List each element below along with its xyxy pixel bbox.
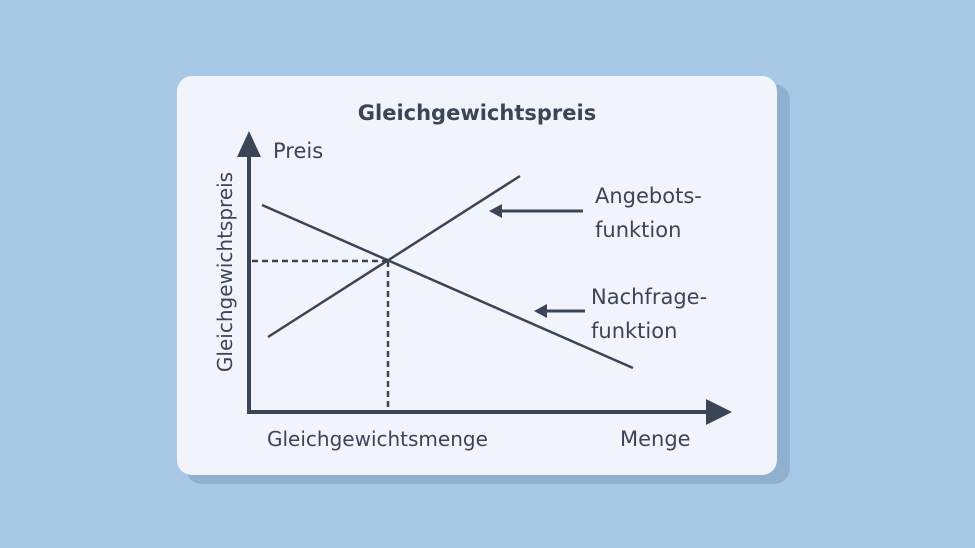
equilibrium-price-label: Gleichgewichtspreis: [213, 172, 237, 372]
supply-label-line1: Angebots-: [595, 184, 702, 208]
supply-line: [267, 174, 521, 339]
demand-line: [261, 203, 634, 370]
diagram-title: Gleichgewichtspreis: [358, 101, 596, 125]
diagram-card: [177, 76, 777, 475]
demand-pointer-arrowhead: [534, 304, 547, 318]
y-axis-arrowhead: [237, 131, 261, 157]
demand-label-line2: funktion: [591, 319, 677, 343]
supply-label-line2: funktion: [595, 218, 681, 242]
supply-pointer-arrowhead: [489, 204, 502, 218]
y-axis-label: Preis: [273, 139, 323, 163]
x-axis-label: Menge: [620, 427, 691, 451]
demand-label-line1: Nachfrage-: [591, 285, 707, 309]
equilibrium-quantity-label: Gleichgewichtsmenge: [267, 427, 488, 451]
x-axis-arrowhead: [706, 399, 732, 425]
